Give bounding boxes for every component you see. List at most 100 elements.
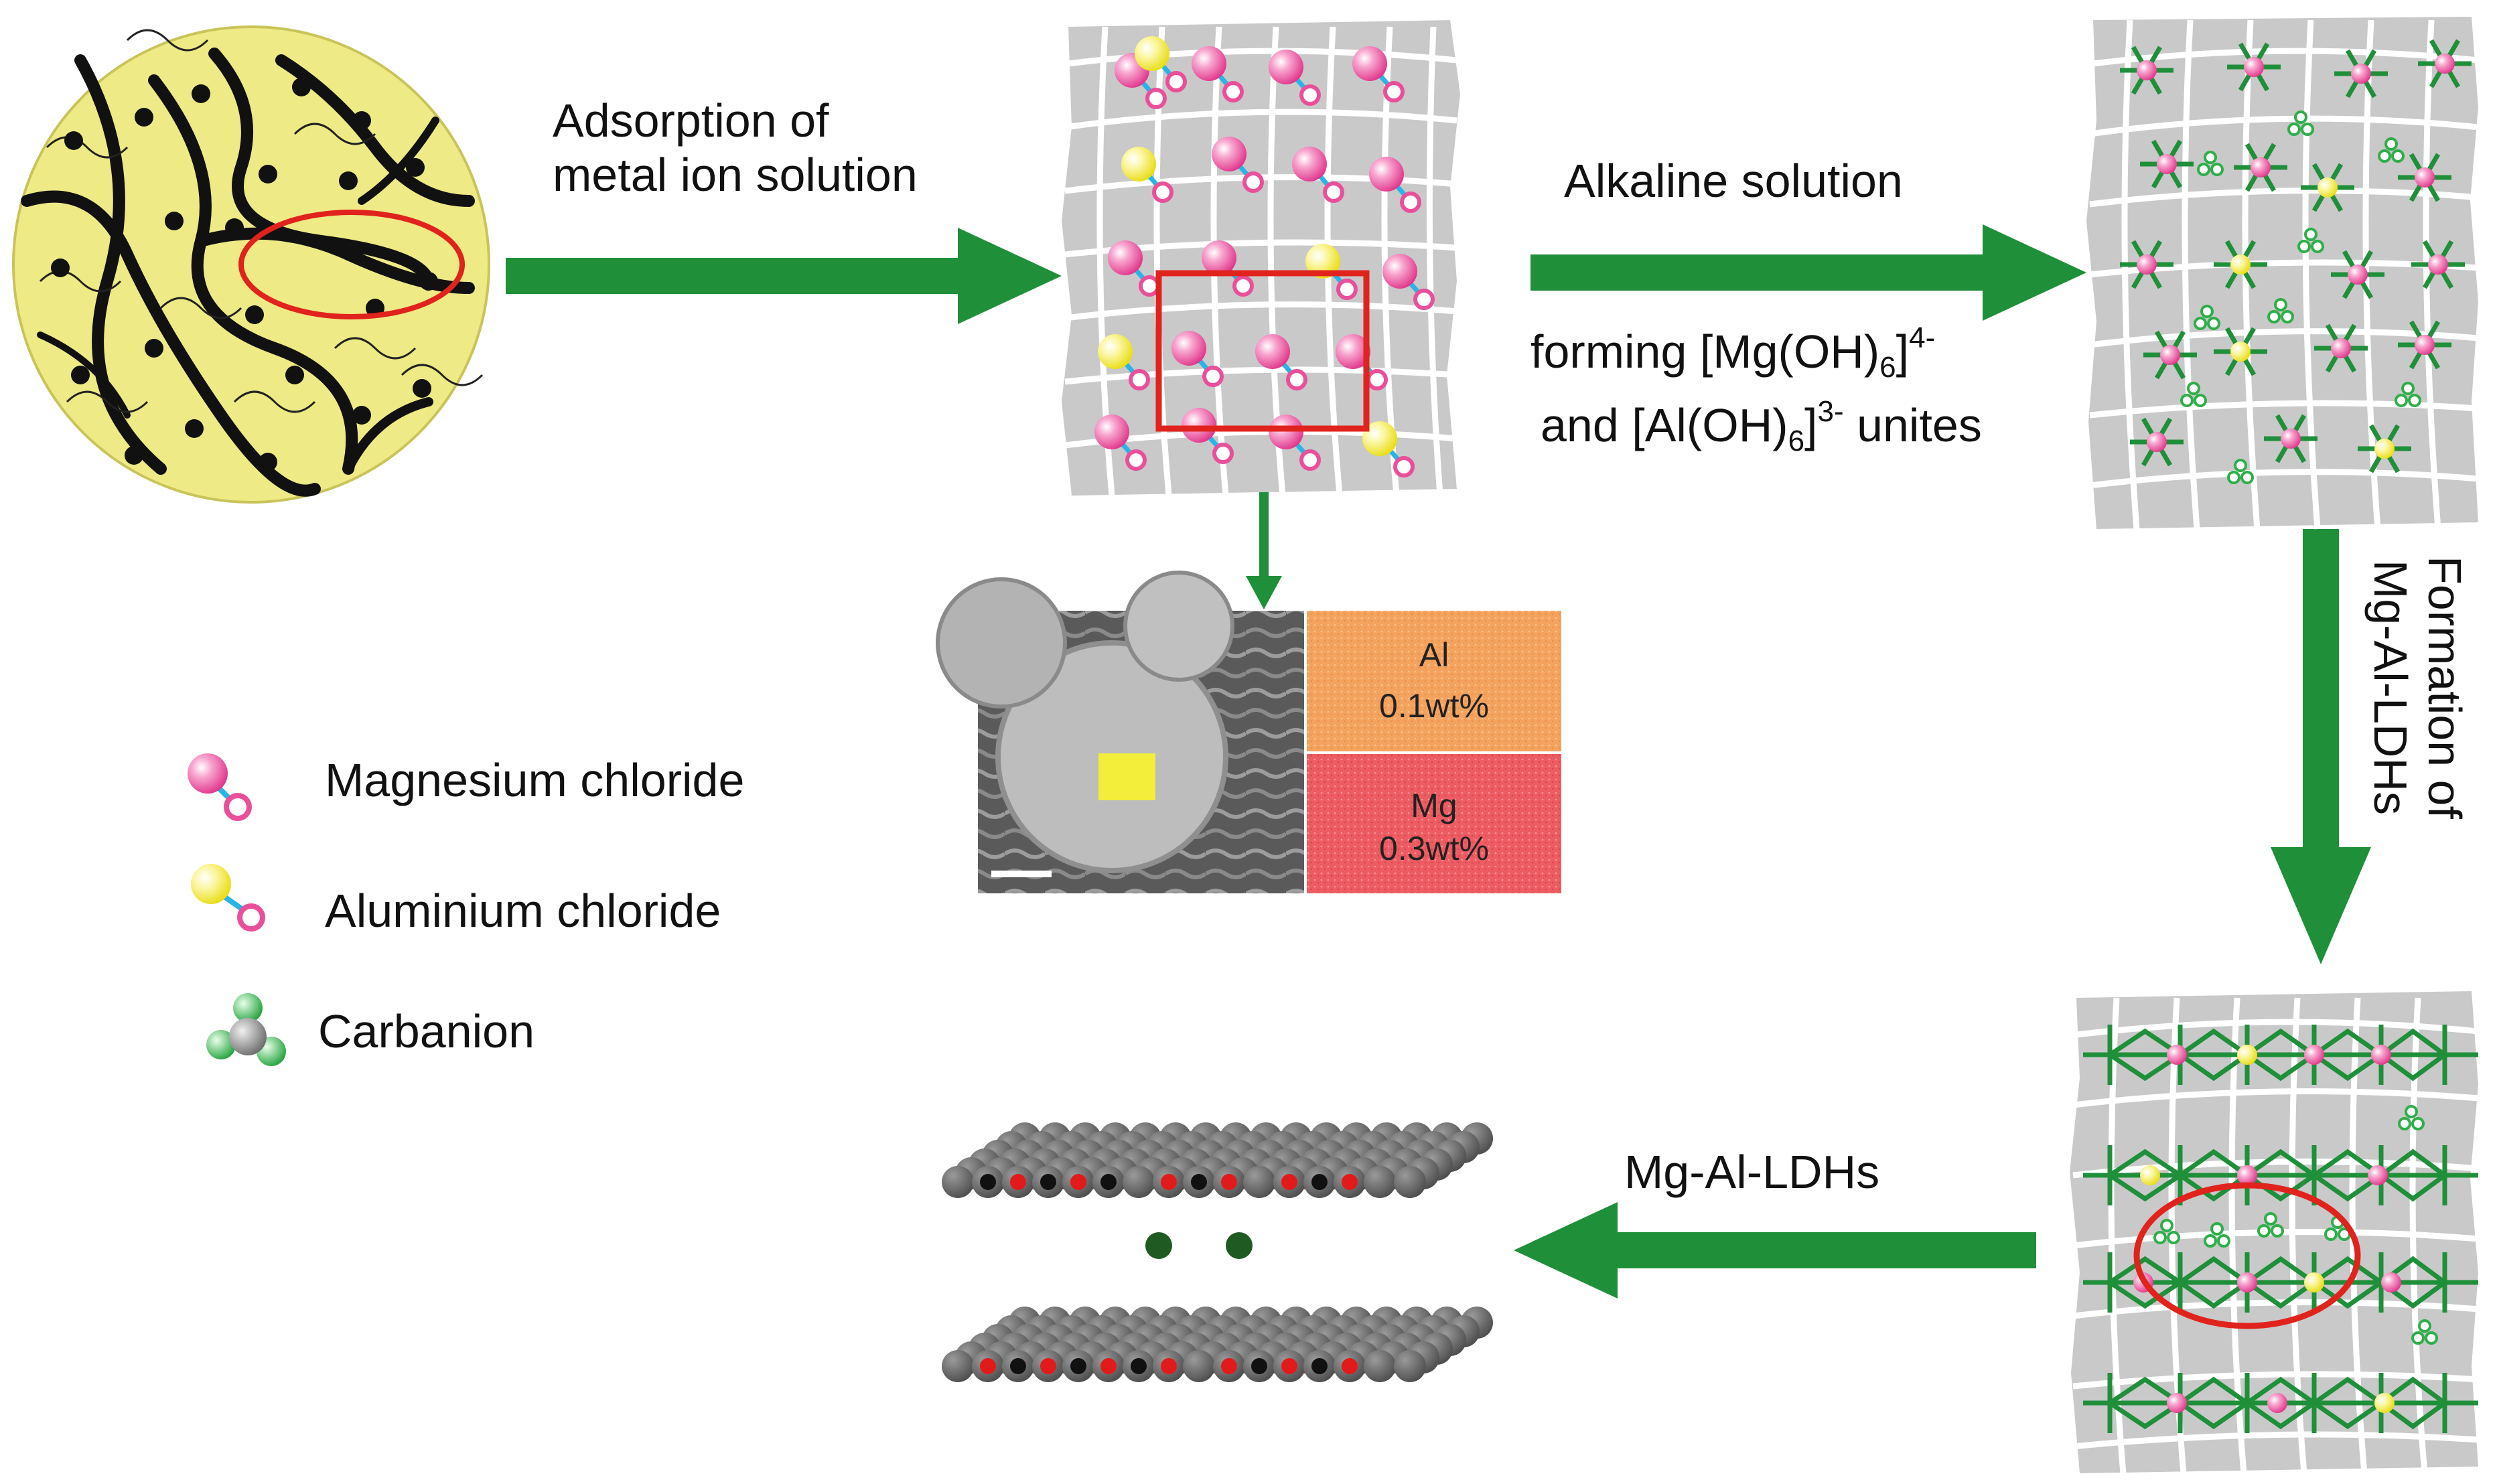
highlight-ellipse-ldh <box>2133 1182 2361 1329</box>
interlayer-anion <box>1145 1232 1172 1259</box>
aluminium-chloride-ion <box>1098 334 1150 390</box>
mg-hydroxide-unit <box>2130 417 2184 467</box>
magnesium-chloride-ion <box>1094 415 1147 471</box>
mg-node <box>2237 1165 2257 1185</box>
ldh-layer-sphere <box>1010 1358 1026 1374</box>
matrix-adsorbed-ions <box>1062 20 1460 496</box>
mg-node <box>2368 1165 2388 1185</box>
arrow-alkaline <box>1530 224 2086 321</box>
carbanion <box>2287 110 2314 136</box>
aluminium-chloride-ion <box>1121 147 1173 203</box>
ldh-layer-sphere <box>1221 1358 1237 1374</box>
eds-mg-label: Mg 0.3wt% <box>1379 787 1489 867</box>
forming-al-label: and [Al(OH)6]3- unites <box>1541 395 1982 457</box>
eds-al-label: Al 0.1wt% <box>1379 636 1489 725</box>
ldh-layer-sphere <box>1191 1174 1207 1190</box>
carbanion <box>2204 1222 2230 1248</box>
magnesium-chloride-ion <box>1171 331 1224 387</box>
ldh-layer-sphere <box>1342 1174 1358 1190</box>
ldh-layer-sphere <box>942 1350 974 1382</box>
legend-aluminium-label: Aluminium chloride <box>325 885 721 937</box>
formation-label: Formation of Mg-Al-LDHs <box>2364 556 2472 819</box>
mg-node <box>2371 1045 2391 1065</box>
matrix-ldh-network <box>2070 991 2479 1474</box>
aluminium-chloride-ion <box>1362 421 1415 477</box>
ldh-layer-sphere <box>1100 1174 1117 1190</box>
magnesium-chloride-ion <box>1255 334 1307 390</box>
ldh-layer-sphere <box>942 1166 974 1198</box>
al-node <box>2374 1393 2395 1413</box>
highlight-square <box>1155 270 1370 432</box>
mg-node <box>2267 1393 2287 1413</box>
ldh-layer-sphere <box>1342 1358 1358 1374</box>
mg-hydroxide-unit <box>2398 153 2451 202</box>
magnesium-chloride-ion <box>1269 415 1321 471</box>
mg-node <box>2167 1393 2187 1413</box>
aluminium-chloride-ion <box>1135 36 1187 92</box>
result-label: Mg-Al-LDHs <box>1624 1146 1880 1198</box>
scale-bar <box>991 871 1052 877</box>
legend-icons <box>188 753 286 1066</box>
carbanion <box>2153 1219 2180 1244</box>
ldh-layer-sphere <box>980 1174 996 1190</box>
highlight-ellipse-fiber <box>238 210 465 319</box>
carbanion <box>2227 459 2254 484</box>
ldh-layer-sphere <box>1243 1166 1275 1198</box>
ldh-layer-sphere <box>1131 1358 1147 1374</box>
mg-node <box>2304 1045 2324 1065</box>
carbanion <box>2197 151 2224 176</box>
ldh-layer-sphere <box>1311 1358 1328 1374</box>
arrow-formation <box>2271 529 2371 964</box>
alkaline-label: Alkaline solution <box>1564 155 1903 207</box>
ldh-layer-sphere <box>1010 1174 1026 1190</box>
magnesium-chloride-ion <box>1352 46 1405 102</box>
carbanion <box>2297 228 2324 253</box>
carbanion <box>2180 382 2207 407</box>
carbanion <box>2398 1105 2425 1130</box>
al-node <box>2304 1272 2324 1292</box>
ldh-layer-sphere <box>1311 1174 1328 1190</box>
carbanion-icon <box>206 993 286 1066</box>
legend-magnesium-label: Magnesium chloride <box>325 754 745 806</box>
mg-hydroxide-unit <box>2314 323 2368 373</box>
arrow-result <box>1514 1202 2036 1298</box>
ldh-layer-sphere <box>1040 1358 1056 1374</box>
ldh-layer-sphere <box>1161 1174 1177 1190</box>
magnesium-chloride-ion <box>1369 157 1421 213</box>
aluminium-chloride-icon <box>191 864 265 932</box>
forming-mg-label: forming [Mg(OH)6]4- <box>1530 321 1936 384</box>
carbanion <box>2194 305 2220 330</box>
ldh-layer-sphere <box>1183 1350 1215 1382</box>
mg-hydroxide-unit <box>2331 250 2384 299</box>
ldh-layer-structure <box>942 1122 1493 1382</box>
carbanion <box>2411 1319 2438 1345</box>
matrix-hydroxide-units <box>2086 17 2479 530</box>
legend-carbanion-label: Carbanion <box>318 1005 534 1057</box>
al-hydroxide-unit <box>2214 327 2267 376</box>
ldh-layer-sphere <box>980 1358 996 1374</box>
mg-hydroxide-unit <box>2334 49 2388 98</box>
sem-eds-panel <box>936 571 1561 893</box>
al-hydroxide-unit <box>2301 163 2354 212</box>
mg-hydroxide-unit <box>2234 143 2287 192</box>
carbanion <box>2378 137 2405 163</box>
mg-hydroxide-unit <box>2411 240 2465 289</box>
ldh-layer-sphere <box>1070 1174 1086 1190</box>
mg-hydroxide-unit <box>2143 330 2197 380</box>
al-hydroxide-unit <box>2214 240 2267 289</box>
ldh-layer-sphere <box>1364 1166 1396 1198</box>
mg-hydroxide-unit <box>2140 139 2194 189</box>
magnesium-chloride-ion <box>1292 147 1344 203</box>
eds-mg-map <box>1307 754 1561 893</box>
al-node <box>2140 1165 2160 1185</box>
mg-hydroxide-unit <box>2227 42 2281 92</box>
arrow-adsorption <box>506 228 1062 324</box>
magnesium-chloride-ion <box>1212 137 1264 193</box>
mg-hydroxide-unit <box>2120 240 2173 289</box>
adsorption-label: Adsorption of metal ion solution <box>553 94 918 201</box>
mg-node <box>2237 1272 2257 1292</box>
magnesium-chloride-ion <box>1108 240 1160 297</box>
carbanion <box>2395 382 2421 407</box>
